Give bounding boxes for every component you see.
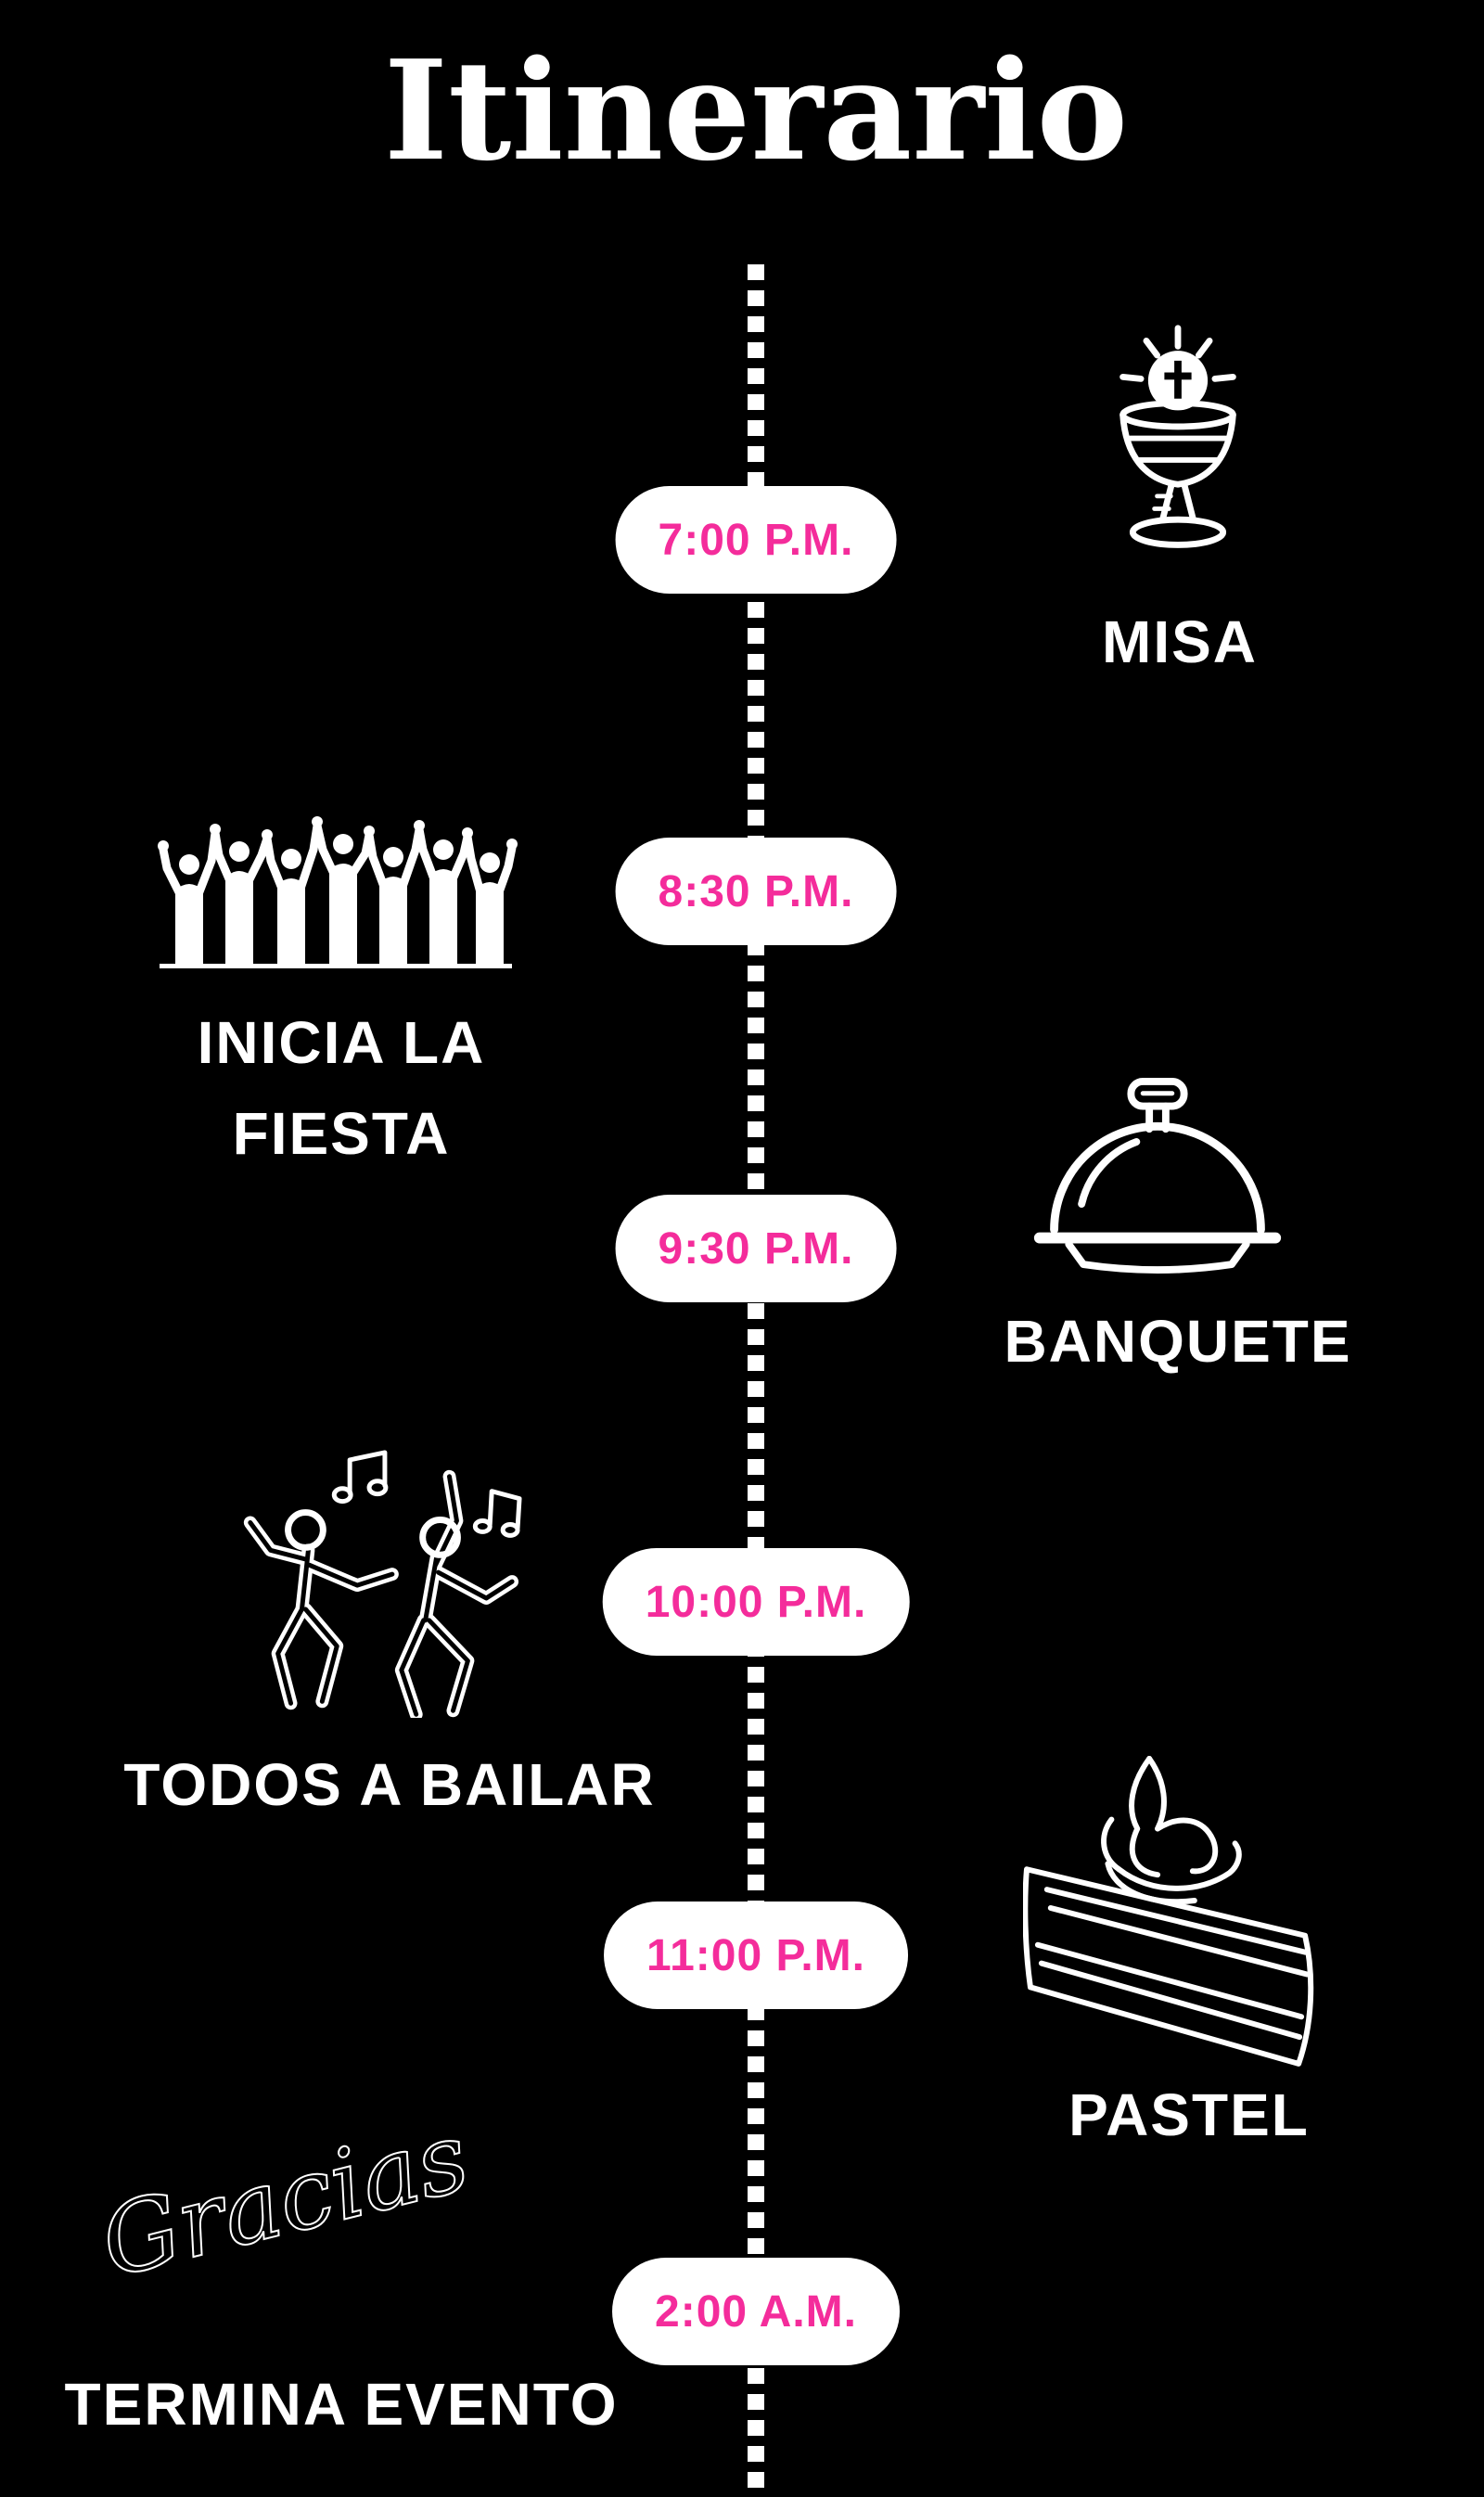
timeline-dotted-line [748, 264, 764, 2497]
time-pill-pastel: 11:00 P.M. [604, 1902, 908, 2009]
party-crowd-icon [154, 816, 518, 972]
time-label: 7:00 P.M. [658, 515, 854, 565]
event-label-todos-a-bailar: TODOS A BAILAR [123, 1751, 656, 1818]
time-pill-banquete: 9:30 P.M. [615, 1195, 897, 1302]
event-label-misa: MISA [1102, 608, 1258, 675]
time-label: 10:00 P.M. [645, 1577, 867, 1627]
time-pill-inicia-fiesta: 8:30 P.M. [615, 838, 897, 945]
food-cloche-icon [1025, 1076, 1290, 1291]
event-label-pastel: PASTEL [1068, 2081, 1310, 2148]
cake-slice-icon [1023, 1755, 1318, 2073]
time-pill-todos-a-bailar: 10:00 P.M. [602, 1548, 910, 1656]
time-label: 8:30 P.M. [658, 866, 854, 916]
event-label-inicia-la-fiesta: INICIA LA FIESTA [198, 998, 486, 1180]
time-label: 9:30 P.M. [658, 1223, 854, 1274]
time-pill-misa: 7:00 P.M. [615, 486, 897, 594]
gracias-script: Gracias [89, 2099, 480, 2301]
event-label-banquete: BANQUETE [1004, 1308, 1352, 1375]
time-label: 11:00 P.M. [646, 1930, 865, 1980]
chalice-communion-icon [1110, 323, 1246, 557]
page-title: Itinerario [383, 30, 1129, 191]
dancing-couple-icon [221, 1445, 525, 1719]
label-line-2: FIESTA [232, 1099, 451, 1167]
label-line-1: INICIA LA [197, 1009, 486, 1076]
time-label: 2:00 A.M. [655, 2286, 857, 2337]
event-label-termina-evento: TERMINA EVENTO [64, 2371, 619, 2438]
time-pill-termina-evento: 2:00 A.M. [612, 2258, 900, 2365]
